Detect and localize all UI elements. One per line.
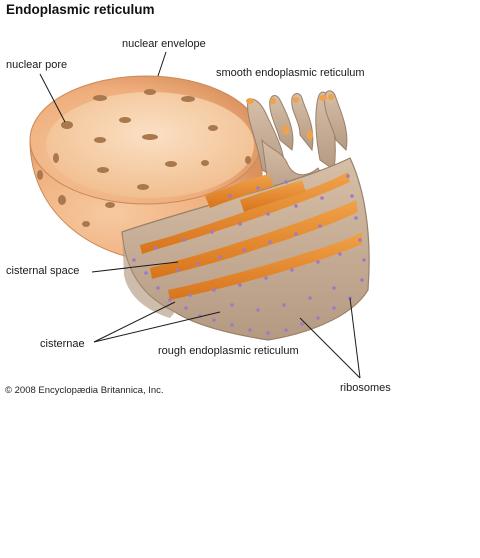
nuclear-pores xyxy=(37,89,251,227)
nuclear-envelope-shape xyxy=(29,75,263,263)
label-cisternae: cisternae xyxy=(40,338,85,350)
ribosome-dots xyxy=(132,174,366,335)
label-cisternal-space: cisternal space xyxy=(6,265,80,277)
label-ribosomes: ribosomes xyxy=(340,382,391,394)
leader-ribosomes-a xyxy=(299,317,361,379)
leader-cisternal-space xyxy=(91,261,179,273)
leader-ribosomes-b xyxy=(349,297,361,379)
rough-er-shape xyxy=(121,157,370,341)
leader-cisternae-a xyxy=(93,301,176,343)
leader-lines xyxy=(39,51,361,379)
leader-nuclear-envelope xyxy=(157,51,167,77)
label-rough-er: rough endoplasmic reticulum xyxy=(158,345,299,357)
leader-nuclear-pore xyxy=(39,73,66,123)
diagram-title: Endoplasmic reticulum xyxy=(6,2,155,17)
leader-cisternae-b xyxy=(93,311,221,343)
label-nuclear-pore: nuclear pore xyxy=(6,59,68,71)
smooth-er-shape xyxy=(246,90,348,201)
label-nuclear-envelope: nuclear envelope xyxy=(122,38,206,50)
label-smooth-er: smooth endoplasmic reticulum xyxy=(216,67,365,79)
copyright-notice: © 2008 Encyclopædia Britannica, Inc. xyxy=(5,385,164,396)
